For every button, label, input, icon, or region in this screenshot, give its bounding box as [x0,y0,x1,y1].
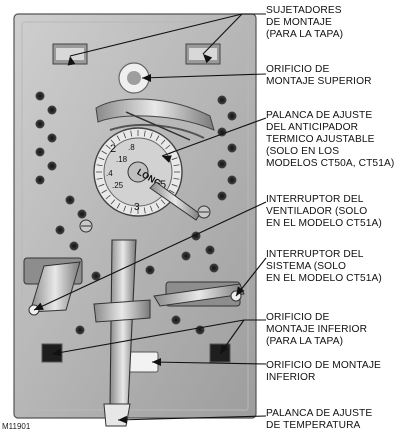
vent-hole [48,162,57,171]
vent-hole [228,112,237,121]
vent-hole [228,144,237,153]
vent-hole [76,326,85,335]
screw [80,220,92,232]
vent-hole [56,226,65,235]
vent-hole [228,176,237,185]
vent-hole [218,192,227,201]
vent-hole [206,246,215,255]
dial-number: .18 [116,155,128,164]
vent-hole [218,160,227,169]
anticipator-dial: 2 .18 .8 .25 .4 3 5 LONG [94,128,182,216]
vent-hole [218,96,227,105]
vent-hole [48,134,57,143]
vent-hole [66,196,75,205]
vent-hole [210,264,219,273]
vent-hole [36,148,45,157]
dial-number: .8 [128,143,135,152]
lower-mounting-hole-right [210,344,230,362]
dial-number: 2 [110,143,116,155]
system-switch [154,282,244,306]
figure-id: M11901 [2,422,30,431]
vent-hole [48,106,57,115]
screw [198,206,210,218]
vent-hole [172,316,181,325]
vent-hole [70,242,79,251]
dial-number: .4 [106,169,113,178]
vent-hole [36,120,45,129]
vent-hole [78,210,87,219]
dial-number: 3 [134,202,140,213]
dial-number: .25 [112,181,124,190]
vent-hole [146,266,155,275]
vent-hole [36,176,45,185]
vent-hole [36,92,45,101]
vent-hole [182,252,191,261]
